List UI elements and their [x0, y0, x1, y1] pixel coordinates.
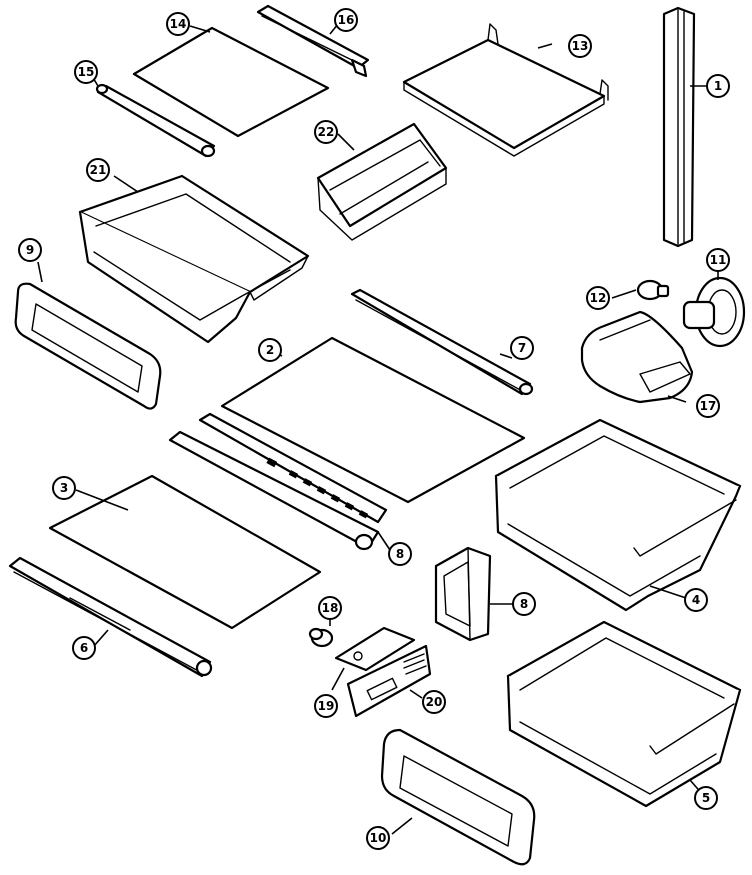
part-13-shelf	[402, 23, 609, 157]
callout-8a: 8	[388, 542, 412, 566]
callout-9: 9	[18, 238, 42, 262]
svg-text:1: 1	[714, 79, 722, 93]
part-20-panel	[346, 644, 432, 718]
part-10-panel	[380, 728, 536, 866]
svg-text:21: 21	[90, 163, 107, 177]
part-18-knob	[308, 627, 334, 648]
callout-20: 20	[422, 690, 446, 714]
callout-11: 11	[706, 248, 730, 272]
callout-3: 3	[52, 476, 76, 500]
callout-4: 4	[684, 588, 708, 612]
callout-21: 21	[86, 158, 110, 182]
svg-text:22: 22	[318, 125, 335, 139]
svg-text:20: 20	[426, 695, 443, 709]
part-9-panel	[14, 282, 162, 410]
svg-text:5: 5	[702, 791, 710, 805]
svg-text:3: 3	[60, 481, 68, 495]
svg-text:19: 19	[318, 699, 335, 713]
part-16-rail	[256, 4, 370, 78]
callout-2: 2	[258, 338, 282, 362]
svg-text:14: 14	[170, 17, 187, 31]
callout-16: 16	[334, 8, 358, 32]
callout-13: 13	[568, 34, 592, 58]
part-19-bracket	[334, 626, 416, 672]
svg-text:8: 8	[396, 547, 404, 561]
part-1-rail	[662, 6, 696, 248]
svg-text:10: 10	[370, 831, 387, 845]
svg-text:4: 4	[692, 593, 700, 607]
callout-8b: 8	[512, 592, 536, 616]
part-5-bin	[506, 620, 742, 808]
svg-text:11: 11	[710, 253, 727, 267]
svg-text:6: 6	[80, 641, 88, 655]
svg-text:9: 9	[26, 243, 34, 257]
callout-5: 5	[694, 786, 718, 810]
part-12-bulb	[636, 279, 670, 301]
callout-19: 19	[314, 694, 338, 718]
svg-text:7: 7	[518, 341, 526, 355]
svg-text:8: 8	[520, 597, 528, 611]
callout-6: 6	[72, 636, 96, 660]
svg-text:16: 16	[338, 13, 355, 27]
callout-7: 7	[510, 336, 534, 360]
part-6-trim	[8, 556, 213, 678]
svg-text:2: 2	[266, 343, 274, 357]
part-7-rail	[350, 288, 534, 396]
svg-text:12: 12	[590, 291, 607, 305]
part-2-shelf	[220, 336, 526, 504]
svg-text:17: 17	[700, 399, 717, 413]
svg-text:15: 15	[78, 65, 95, 79]
callout-12: 12	[586, 286, 610, 310]
callout-14: 14	[166, 12, 190, 36]
part-15-rod	[95, 83, 216, 158]
part-17-cover	[580, 310, 694, 404]
callout-18: 18	[318, 596, 342, 620]
part-3-shelf	[48, 474, 322, 630]
part-8-housing	[434, 546, 492, 642]
callout-17: 17	[696, 394, 720, 418]
part-21-bin	[78, 174, 310, 344]
part-22-bracket	[316, 122, 448, 241]
callout-10: 10	[366, 826, 390, 850]
svg-text:13: 13	[572, 39, 589, 53]
callout-1: 1	[706, 74, 730, 98]
part-11-socket	[682, 276, 746, 348]
svg-text:18: 18	[322, 601, 339, 615]
callout-22: 22	[314, 120, 338, 144]
part-4-bin	[494, 418, 742, 612]
callout-15: 15	[74, 60, 98, 84]
leader-lines	[37, 23, 719, 835]
part-14-shelf	[132, 26, 330, 138]
